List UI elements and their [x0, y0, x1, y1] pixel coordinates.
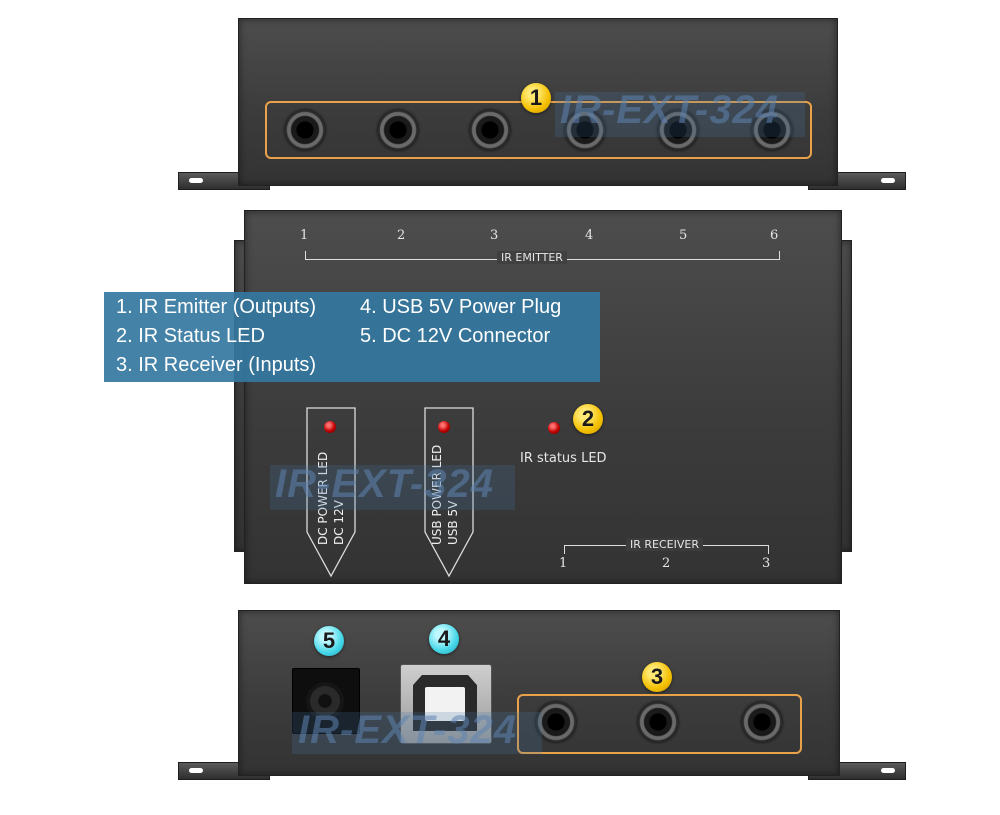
emitter-label: IR EMITTER [497, 251, 567, 264]
receiver-jack-2[interactable] [638, 702, 678, 742]
callout-badge-1: 1 [521, 83, 551, 113]
emitter-jack-6[interactable] [752, 110, 792, 150]
emitter-number-3: 3 [490, 228, 499, 243]
legend-item-5: 5. DC 12V Connector [360, 325, 551, 347]
watermark-bg-3 [292, 712, 542, 754]
callout-badge-5: 5 [314, 626, 344, 656]
legend-item-2: 2. IR Status LED [116, 325, 265, 347]
usb-power-led [438, 421, 450, 433]
receiver-highlight-box [517, 694, 802, 754]
dc-12v-connector[interactable] [292, 668, 360, 734]
dc-power-tag-outline [306, 407, 356, 578]
receiver-number-1: 1 [559, 556, 568, 571]
legend-box: 1. IR Emitter (Outputs) 2. IR Status LED… [104, 292, 600, 382]
emitter-jack-4[interactable] [565, 110, 605, 150]
callout-badge-3: 3 [642, 662, 672, 692]
emitter-number-2: 2 [397, 228, 406, 243]
ir-status-led [548, 422, 560, 434]
watermark-3: IR-EXT-324 [298, 708, 517, 752]
emitter-number-1: 1 [300, 228, 309, 243]
emitter-jack-5[interactable] [658, 110, 698, 150]
top-panel [244, 210, 842, 584]
usb-power-tag-outline [424, 407, 474, 578]
callout-badge-4: 4 [429, 624, 459, 654]
receiver-number-2: 2 [662, 556, 671, 571]
watermark-bg-1 [555, 92, 805, 137]
emitter-jack-1[interactable] [285, 110, 325, 150]
dc-power-led [324, 421, 336, 433]
emitter-number-5: 5 [679, 228, 688, 243]
ir-status-led-label: IR status LED [520, 451, 607, 466]
watermark-1: IR-EXT-324 [560, 88, 779, 132]
emitter-jack-2[interactable] [378, 110, 418, 150]
usb-b-port[interactable] [400, 664, 492, 744]
emitter-number-4: 4 [585, 228, 594, 243]
receiver-jack-3[interactable] [742, 702, 782, 742]
receiver-label: IR RECEIVER [626, 538, 703, 551]
legend-item-1: 1. IR Emitter (Outputs) [116, 296, 317, 318]
callout-badge-2: 2 [573, 404, 603, 434]
watermark-bg-2 [270, 465, 515, 510]
emitter-jack-3[interactable] [470, 110, 510, 150]
legend-item-4: 4. USB 5V Power Plug [360, 296, 562, 318]
emitter-number-6: 6 [770, 228, 779, 243]
watermark-2: IR-EXT-324 [275, 462, 494, 506]
receiver-number-3: 3 [762, 556, 771, 571]
legend-item-3: 3. IR Receiver (Inputs) [116, 354, 317, 376]
receiver-jack-1[interactable] [536, 702, 576, 742]
